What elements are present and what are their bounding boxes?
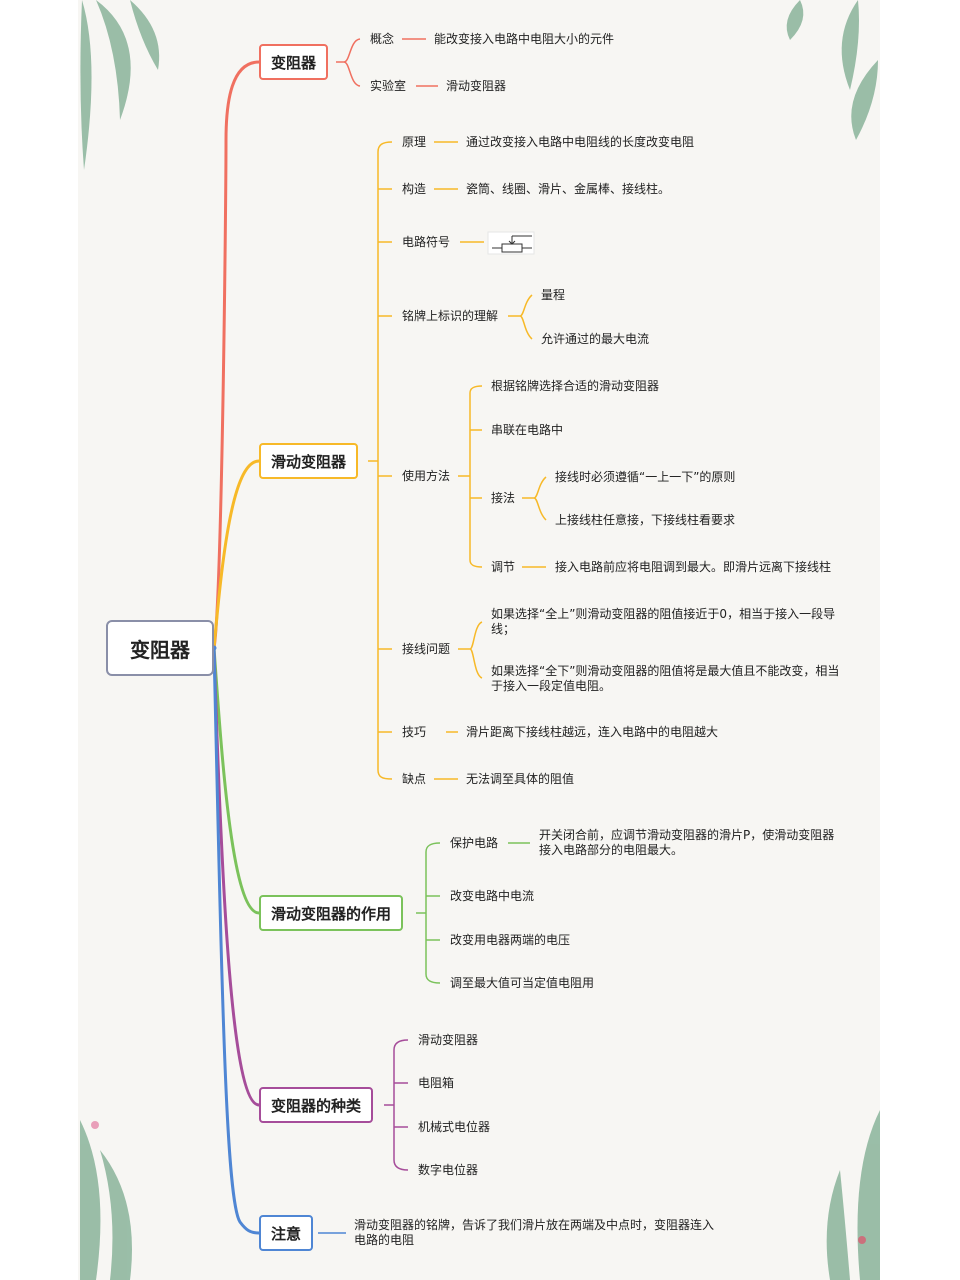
- concept-label: 概念: [370, 32, 395, 46]
- issues-label: 接线问题: [402, 642, 451, 656]
- lab-value: 滑动变阻器: [446, 79, 507, 93]
- principle-label: 原理: [402, 135, 427, 149]
- nameplate-item: 允许通过的最大电流: [541, 332, 650, 346]
- lab-label: 实验室: [370, 79, 407, 93]
- branch-function: 滑动变阻器的作用: [259, 895, 404, 931]
- function-item: 调至最大值可当定值电阻用: [450, 976, 595, 990]
- type-item: 机械式电位器: [418, 1120, 491, 1134]
- function-item: 改变用电器两端的电压: [450, 933, 571, 947]
- structure-label: 构造: [402, 182, 427, 196]
- protect-value: 开关闭合前，应调节滑动变阻器的滑片P，使滑动变阻器接入电路部分的电阻最大。: [539, 828, 835, 857]
- usage-label: 使用方法: [402, 469, 451, 483]
- note-value: 滑动变阻器的铭牌，告诉了我们滑片放在两端及中点时，变阻器连入电路的电阻: [354, 1218, 715, 1247]
- branch-sliding-rheostat: 滑动变阻器: [259, 443, 359, 479]
- nameplate-label: 铭牌上标识的理解: [402, 309, 499, 323]
- protect-label: 保护电路: [450, 836, 499, 850]
- branch-rheostat: 变阻器: [259, 44, 329, 80]
- type-item: 电阻箱: [418, 1076, 455, 1090]
- wiring-label: 接法: [491, 491, 516, 505]
- tip-value: 滑片距离下接线柱越远，连入电路中的电阻越大: [466, 725, 719, 739]
- wiring-item: 接线时必须遵循“一上一下”的原则: [555, 470, 736, 484]
- wiring-item: 上接线柱任意接，下接线柱看要求: [555, 513, 736, 527]
- drawback-label: 缺点: [402, 772, 427, 786]
- nameplate-item: 量程: [541, 288, 566, 302]
- root-node: 变阻器: [106, 620, 214, 676]
- usage-item: 串联在电路中: [491, 423, 564, 437]
- issues-item: 如果选择“全下”则滑动变阻器的阻值将是最大值且不能改变，相当于接入一段定值电阻。: [491, 664, 840, 693]
- adjust-label: 调节: [491, 560, 516, 574]
- concept-value: 能改变接入电路中电阻大小的元件: [434, 32, 615, 46]
- symbol-label: 电路符号: [402, 235, 451, 249]
- adjust-value: 接入电路前应将电阻调到最大。即滑片远离下接线柱: [555, 560, 832, 574]
- branch-note: 注意: [259, 1215, 314, 1251]
- tip-label: 技巧: [402, 725, 427, 739]
- principle-value: 通过改变接入电路中电阻线的长度改变电阻: [466, 135, 695, 149]
- function-item: 改变电路中电流: [450, 889, 535, 903]
- branch-types: 变阻器的种类: [259, 1087, 374, 1123]
- usage-item: 根据铭牌选择合适的滑动变阻器: [491, 379, 660, 393]
- type-item: 数字电位器: [418, 1163, 479, 1177]
- type-item: 滑动变阻器: [418, 1033, 479, 1047]
- structure-value: 瓷筒、线圈、滑片、金属棒、接线柱。: [466, 182, 671, 196]
- issues-item: 如果选择“全上”则滑动变阻器的阻值接近于0，相当于接入一段导线；: [491, 607, 836, 636]
- drawback-value: 无法调至具体的阻值: [466, 772, 575, 786]
